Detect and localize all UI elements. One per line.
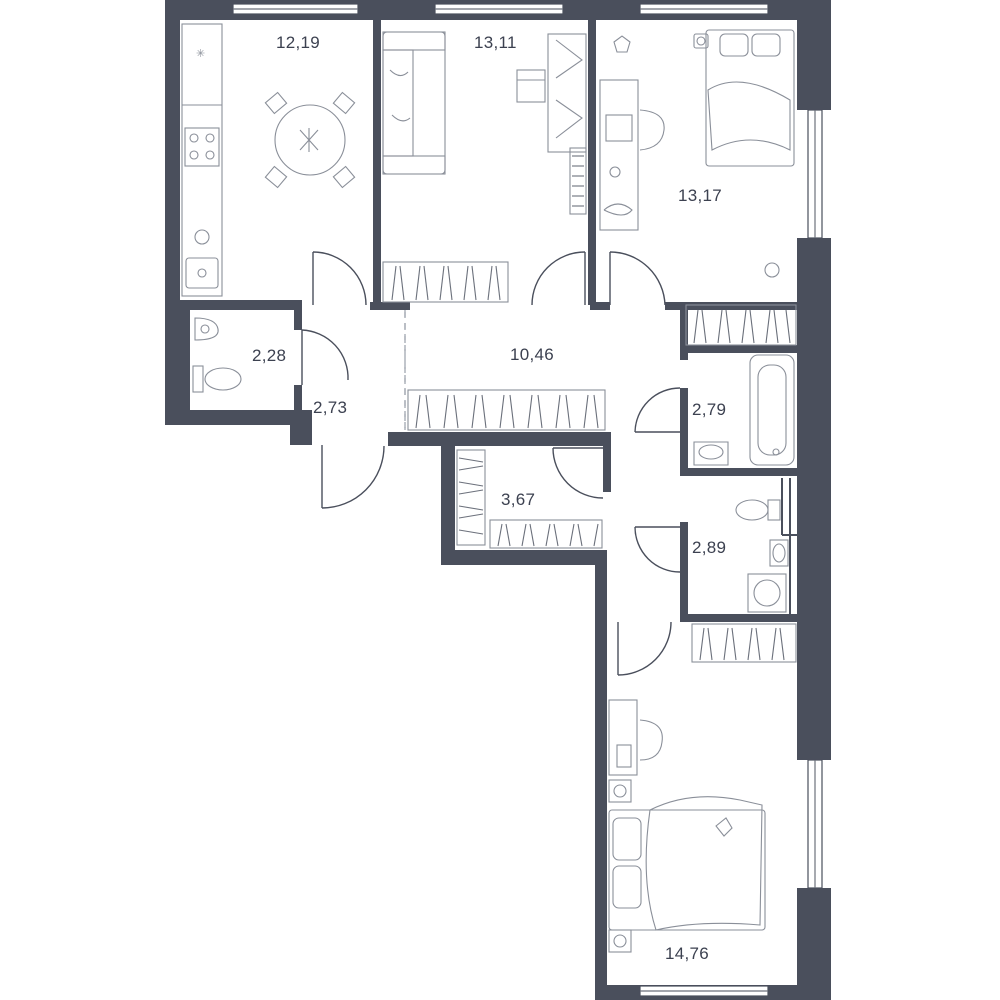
kitchen-furniture: ✳ bbox=[181, 23, 356, 297]
area-label-kitchen: 12,19 bbox=[276, 33, 321, 52]
shower-furniture bbox=[735, 499, 789, 613]
area-label-wc: 2,28 bbox=[252, 346, 287, 365]
area-label-shower: 2,89 bbox=[692, 538, 727, 557]
area-label-storage: 3,67 bbox=[501, 490, 536, 509]
doors bbox=[301, 251, 681, 676]
windows bbox=[232, 3, 823, 997]
area-label-bedroom-1: 13,17 bbox=[678, 186, 723, 205]
living-furniture bbox=[382, 31, 587, 215]
area-label-bath: 2,79 bbox=[692, 400, 727, 419]
area-label-living: 13,11 bbox=[474, 33, 517, 52]
bedroom1-furniture bbox=[599, 29, 795, 278]
area-label-bedroom-2: 14,76 bbox=[665, 944, 710, 963]
area-label-entry: 2,73 bbox=[313, 398, 348, 417]
area-label-hall: 10,46 bbox=[510, 345, 555, 364]
wardrobes bbox=[382, 261, 797, 663]
bedroom2-furniture bbox=[608, 699, 766, 953]
inner-lines bbox=[404, 310, 797, 614]
svg-text:✳: ✳ bbox=[196, 47, 205, 60]
wc-furniture bbox=[192, 317, 242, 393]
bath-furniture bbox=[693, 354, 795, 466]
walls bbox=[165, 0, 831, 1000]
